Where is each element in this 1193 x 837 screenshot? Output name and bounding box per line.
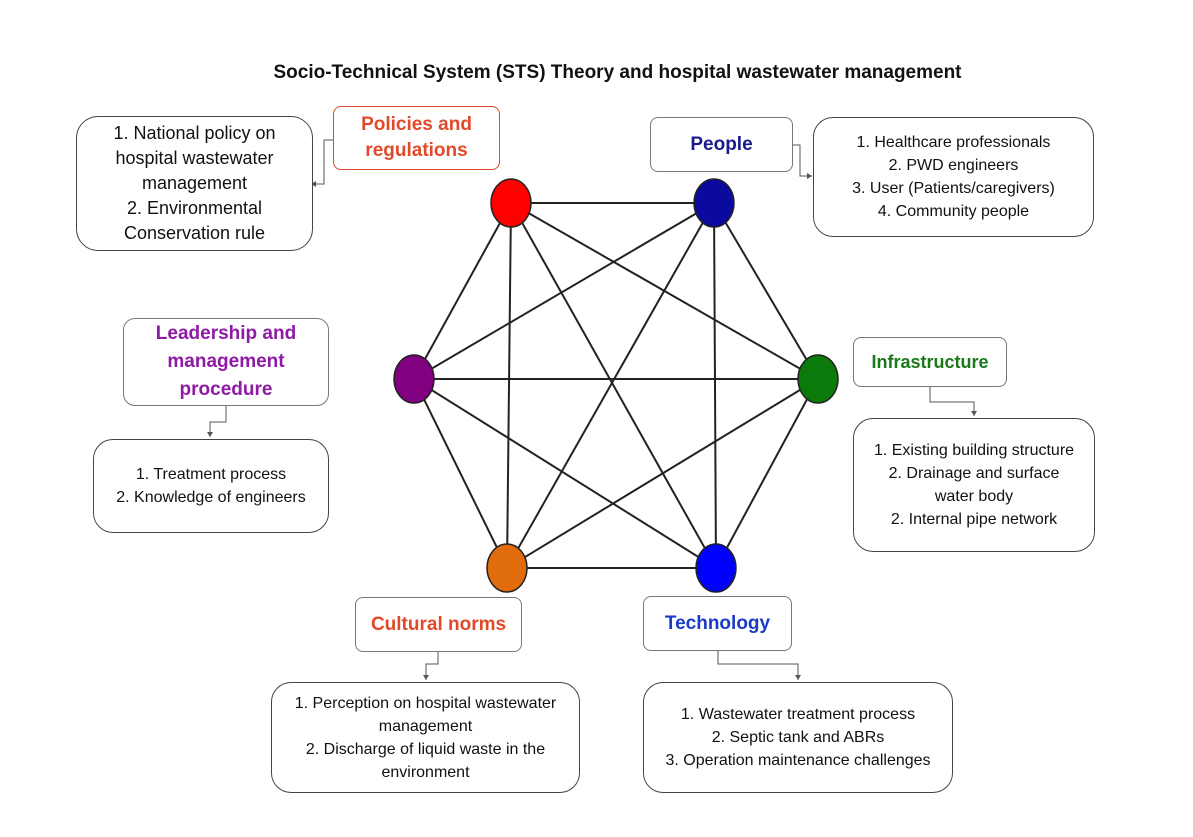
cultural-item: environment: [381, 763, 470, 781]
cultural-item: 2. Discharge of liquid waste in the: [305, 740, 546, 758]
people-item: 3. User (Patients/caregivers): [852, 180, 1055, 197]
policies-item: hospital wastewater: [115, 148, 274, 168]
cultural-label-text: Cultural norms: [370, 613, 507, 635]
edge-cultural-leadership: [413, 378, 508, 569]
cultural-box: 1. Perception on hospital wastewater man…: [271, 682, 580, 793]
infrastructure-connector: [929, 387, 975, 416]
leadership-box: 1. Treatment process 2. Knowledge of eng…: [93, 439, 329, 533]
leadership-label-line3: procedure: [179, 379, 273, 400]
edge-policies-cultural: [506, 202, 512, 569]
policies-item: 2. Environmental: [126, 198, 263, 218]
technology-box: 1. Wastewater treatment process 2. Septi…: [643, 682, 953, 793]
technology-item: 1. Wastewater treatment process: [680, 706, 916, 723]
technology-label: Technology: [643, 596, 792, 651]
people-box: 1. Healthcare professionals 2. PWD engin…: [813, 117, 1094, 237]
leadership-label-line1: Leadership and: [155, 323, 297, 344]
infrastructure-label: Infrastructure: [853, 337, 1007, 387]
infrastructure-box: 1. Existing building structure 2. Draina…: [853, 418, 1095, 552]
cultural-item: 1. Perception on hospital wastewater: [294, 694, 557, 712]
people-item: 2. PWD engineers: [888, 157, 1019, 174]
people-label-text: People: [690, 133, 753, 155]
edge-people-leadership: [413, 202, 715, 380]
cultural-item: management: [378, 717, 473, 735]
cultural-connector: [425, 652, 439, 680]
policies-item: management: [141, 173, 248, 193]
edge-people-cultural: [506, 202, 715, 569]
technology-label-text: Technology: [664, 612, 771, 634]
policies-label-line1: Policies and: [361, 114, 472, 135]
policies-label: Policies and regulations: [333, 106, 500, 170]
technology-connector: [717, 651, 799, 680]
edge-policies-technology: [510, 202, 717, 569]
leadership-label: Leadership and management procedure: [123, 318, 329, 406]
leadership-label-line2: management: [167, 351, 285, 372]
infrastructure-item: 2. Drainage and surface: [888, 465, 1060, 482]
connector-arrows: [209, 139, 975, 680]
technology-item: 3. Operation maintenance challenges: [665, 752, 931, 769]
technology-item: 2. Septic tank and ABRs: [711, 729, 885, 746]
leadership-item: 2. Knowledge of engineers: [116, 489, 306, 506]
policies-item: 1. National policy on: [113, 123, 276, 143]
edge-policies-leadership: [413, 202, 512, 380]
node-leadership: [393, 354, 435, 404]
leadership-connector: [209, 406, 227, 437]
policies-label-line2: regulations: [365, 140, 468, 161]
policies-box: 1. National policy on hospital wastewate…: [76, 116, 313, 251]
node-technology: [695, 543, 737, 593]
node-cultural: [486, 543, 528, 593]
node-people: [693, 178, 735, 228]
people-item: 4. Community people: [877, 203, 1030, 220]
people-label: People: [650, 117, 793, 172]
infrastructure-item: water body: [934, 488, 1014, 505]
infrastructure-label-text: Infrastructure: [871, 351, 989, 372]
infrastructure-item: 1. Existing building structure: [873, 442, 1075, 459]
node-policies: [490, 178, 532, 228]
policies-connector: [316, 139, 334, 185]
node-infrastructure: [797, 354, 839, 404]
edge-infrastructure-technology: [715, 378, 819, 569]
diagram-title: Socio-Technical System (STS) Theory and …: [273, 62, 962, 83]
people-item: 1. Healthcare professionals: [856, 134, 1051, 151]
people-connector: [793, 144, 812, 177]
edge-technology-leadership: [413, 378, 717, 569]
edge-people-infrastructure: [713, 202, 819, 380]
policies-item: Conservation rule: [123, 223, 266, 243]
edge-people-technology: [713, 202, 717, 569]
edge-infrastructure-cultural: [506, 378, 819, 569]
cultural-label: Cultural norms: [355, 597, 522, 652]
infrastructure-item: 2. Internal pipe network: [890, 511, 1058, 528]
leadership-item: 1. Treatment process: [135, 466, 287, 483]
